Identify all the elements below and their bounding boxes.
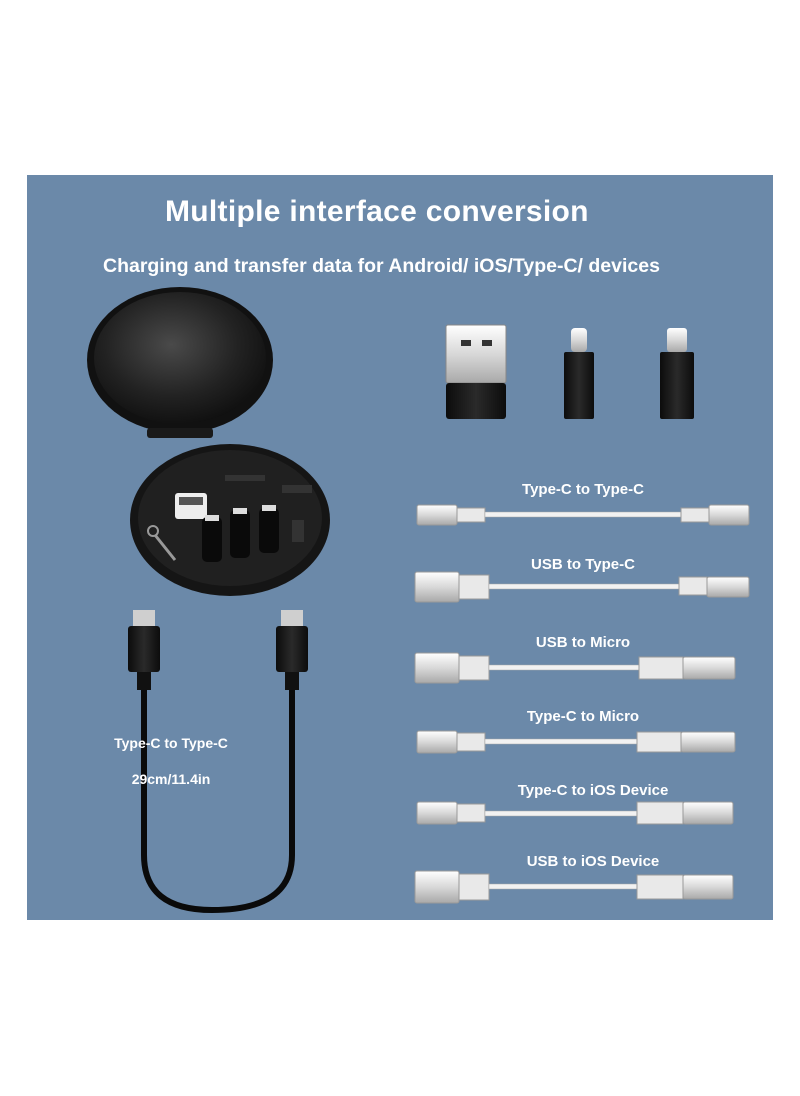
cable-row-6 xyxy=(414,870,734,904)
short-cable-length: 29cm/11.4in xyxy=(131,771,211,787)
cable-label-4: Type-C to Micro xyxy=(526,708,640,725)
case-lid xyxy=(87,287,273,438)
cable-label-2: USB to Type-C xyxy=(531,556,635,573)
cable-label-5: Type-C to iOS Device xyxy=(517,782,669,799)
usb-a-adapter-icon xyxy=(445,324,507,419)
page-title: Multiple interface conversion xyxy=(165,195,589,228)
cable-row-4 xyxy=(416,730,736,754)
cable-label-1: Type-C to Type-C xyxy=(522,481,644,498)
product-panel: Multiple interface conversion Charging a… xyxy=(27,175,773,920)
lightning-adapter-icon xyxy=(564,328,594,419)
micro-adapter-icon xyxy=(660,328,694,419)
page-subtitle: Charging and transfer data for Android/ … xyxy=(103,255,660,277)
short-black-cable xyxy=(128,610,308,914)
cable-row-3 xyxy=(414,652,736,684)
case-base xyxy=(130,444,330,596)
cable-label-3: USB to Micro xyxy=(535,634,631,651)
cable-row-1 xyxy=(416,504,750,526)
cable-row-5 xyxy=(416,801,734,825)
cable-row-2 xyxy=(414,571,750,603)
short-cable-label: Type-C to Type-C xyxy=(114,735,228,751)
cable-label-6: USB to iOS Device xyxy=(526,853,660,870)
product-illustration xyxy=(87,287,750,914)
